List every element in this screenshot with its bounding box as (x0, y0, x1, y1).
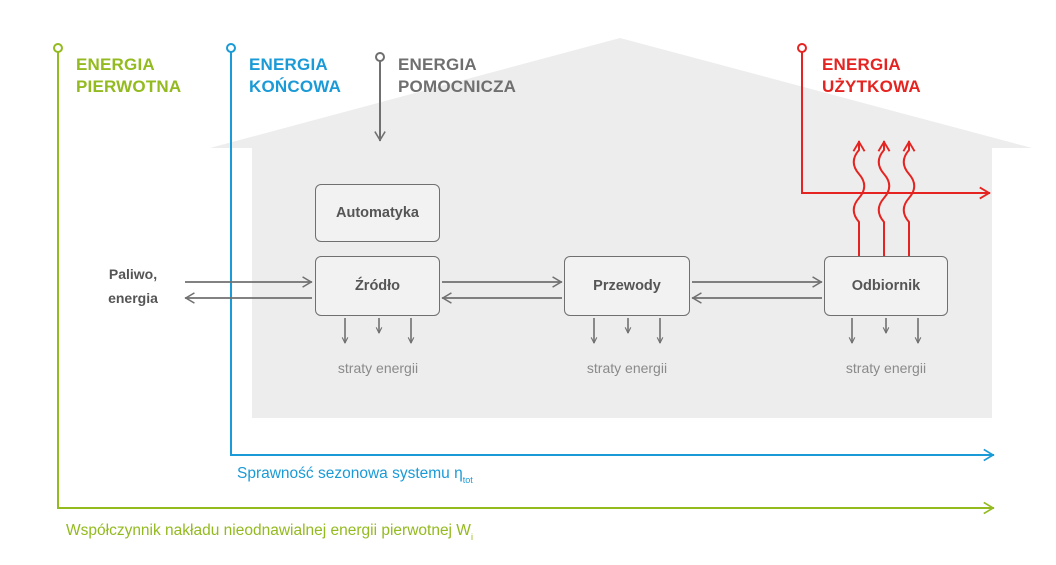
primary-energy-factor-subscript: i (470, 532, 473, 542)
receiver-block: Odbiornik (824, 256, 948, 316)
system-efficiency-caption: Sprawność sezonowa systemu ηtot (237, 465, 473, 485)
heat-output-arrows (852, 140, 916, 267)
auxiliary-energy-title: ENERGIA POMOCNICZA (398, 54, 516, 98)
primary-energy-line (53, 43, 995, 515)
primary-energy-title-line1: ENERGIA (76, 55, 155, 74)
auxiliary-energy-arrow (374, 52, 386, 142)
heat-arrow-1 (852, 140, 866, 267)
primary-energy-title: ENERGIA PIERWOTNA (76, 54, 181, 98)
pipes-losses-label: straty energii (586, 360, 668, 376)
primary-energy-factor-caption: Współczynnik nakładu nieodnawialnej ener… (66, 522, 473, 542)
useful-energy-title-line2: UŻYTKOWA (822, 77, 921, 96)
receiver-losses-label: straty energii (845, 360, 927, 376)
fuel-input-arrows (184, 276, 313, 304)
source-losses-label: straty energii (337, 360, 419, 376)
system-efficiency-subscript: tot (462, 475, 473, 485)
source-block: Źródło (315, 256, 440, 316)
useful-energy-line (797, 43, 991, 200)
auxiliary-energy-title-line1: ENERGIA (398, 55, 477, 74)
primary-energy-title-line2: PIERWOTNA (76, 77, 182, 96)
pipes-loss-arrows (594, 318, 660, 343)
pipes-block: Przewody (564, 256, 690, 316)
useful-energy-title: ENERGIA UŻYTKOWA (822, 54, 921, 98)
fuel-input-label: Paliwo, energia (88, 262, 178, 310)
source-loss-arrows (345, 318, 411, 343)
useful-energy-title-line1: ENERGIA (822, 55, 901, 74)
pipes-receiver-arrows (691, 276, 823, 304)
final-energy-title-line2: KOŃCOWA (249, 77, 342, 96)
receiver-loss-arrows (852, 318, 918, 343)
house-shape (210, 38, 1032, 418)
fuel-input-label-line2: energia (108, 290, 158, 306)
final-energy-title-line1: ENERGIA (249, 55, 328, 74)
system-efficiency-text: Sprawność sezonowa systemu η (237, 465, 463, 482)
final-energy-line (226, 43, 995, 462)
heat-arrow-3 (902, 140, 916, 267)
automation-block: Automatyka (315, 184, 440, 242)
final-energy-title: ENERGIA KOŃCOWA (249, 54, 341, 98)
source-pipes-arrows (441, 276, 563, 304)
heat-arrow-2 (877, 140, 891, 267)
primary-energy-factor-text: Współczynnik nakładu nieodnawialnej ener… (66, 522, 471, 539)
auxiliary-energy-title-line2: POMOCNICZA (398, 77, 517, 96)
fuel-input-label-line1: Paliwo, (108, 266, 158, 282)
